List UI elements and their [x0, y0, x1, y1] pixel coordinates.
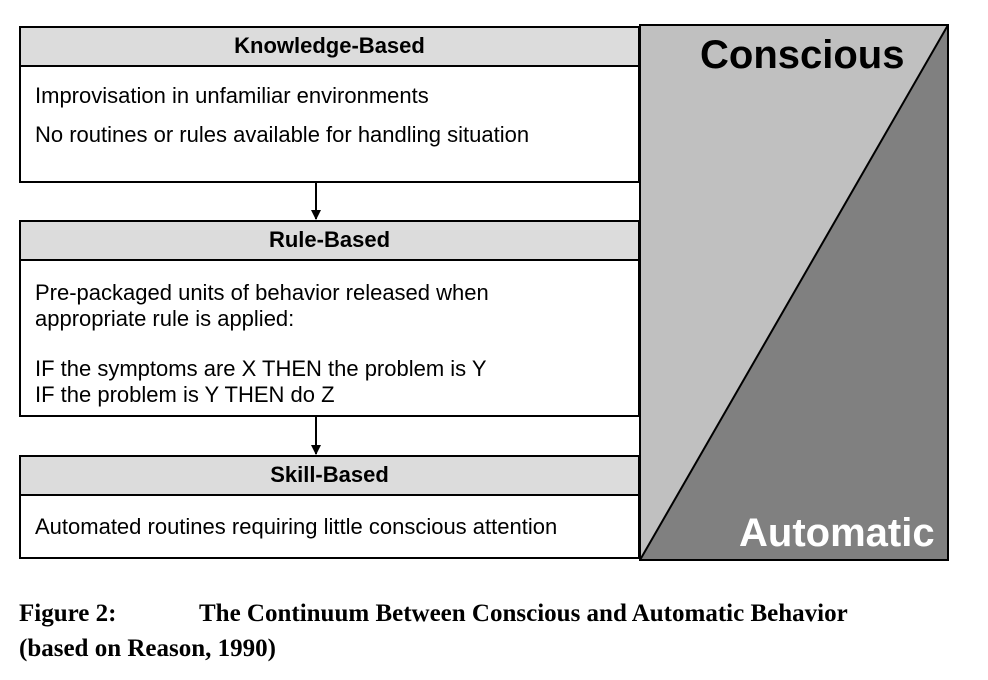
conscious-label: Conscious — [700, 33, 905, 77]
rule-line-3: IF the symptoms are X THEN the problem i… — [35, 356, 487, 381]
skill-line-1: Automated routines requiring little cons… — [35, 514, 558, 539]
skill-based-box: Skill-Based Automated routines requiring… — [19, 455, 640, 559]
knowledge-based-title: Knowledge-Based — [21, 28, 638, 67]
rule-line-2: appropriate rule is applied: — [35, 306, 295, 331]
knowledge-line-2: No routines or rules available for handl… — [35, 122, 530, 147]
figure-number: Figure 2: — [19, 600, 117, 627]
figure-source: (based on Reason, 1990) — [19, 635, 276, 662]
continuum-graphic — [639, 24, 949, 561]
automatic-label: Automatic — [739, 511, 935, 555]
rule-line-1: Pre-packaged units of behavior released … — [35, 280, 489, 305]
knowledge-based-box: Knowledge-Based Improvisation in unfamil… — [19, 26, 640, 183]
knowledge-line-1: Improvisation in unfamiliar environments — [35, 83, 429, 108]
continuum-divider — [639, 24, 949, 561]
rule-based-box: Rule-Based Pre-packaged units of behavio… — [19, 220, 640, 417]
continuum-border — [639, 24, 949, 561]
rule-line-4: IF the problem is Y THEN do Z — [35, 382, 335, 407]
rule-based-title: Rule-Based — [21, 222, 638, 261]
skill-based-title: Skill-Based — [21, 457, 638, 496]
figure-caption: Figure 2: The Continuum Between Conscious… — [19, 600, 848, 628]
figure-title: The Continuum Between Conscious and Auto… — [199, 600, 848, 627]
